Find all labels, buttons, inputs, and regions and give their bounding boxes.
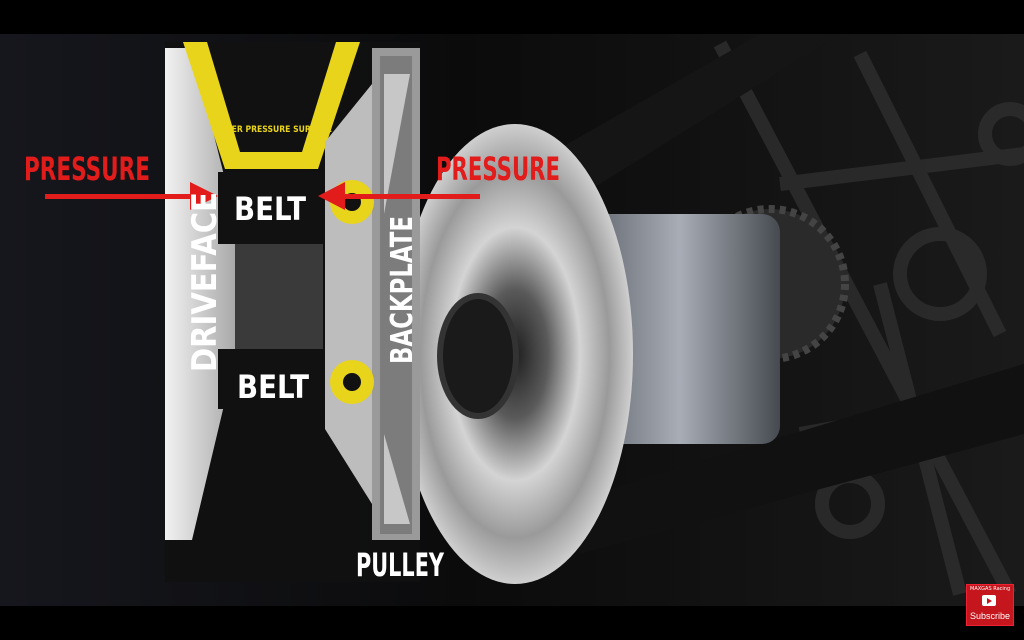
backplate-label: BACKPLATE	[385, 216, 420, 364]
pulley-label: PULLEY	[356, 546, 445, 584]
lower-pressure-surface-label: LOWER PRESSURE SURFACE	[212, 125, 332, 135]
driveface-label: DRIVEFACE	[185, 192, 225, 372]
pressure-arrow-right	[318, 182, 480, 210]
driveface-plate	[165, 48, 235, 540]
clutch-diagram: PRESSURE PRESSURE LOWER PRESSURE SURFACE…	[0, 34, 1024, 606]
youtube-play-icon	[982, 595, 996, 606]
shaft	[235, 244, 323, 349]
subscribe-label: Subscribe	[969, 611, 1011, 621]
pressure-label-left: PRESSURE	[24, 150, 150, 188]
diagram-video: PRESSURE PRESSURE LOWER PRESSURE SURFACE…	[0, 34, 1024, 606]
channel-name: MAXGAS Racing	[970, 586, 1011, 592]
pressure-label-right: PRESSURE	[436, 150, 560, 188]
belt-bottom-block	[218, 349, 326, 409]
pressure-arrow-left	[45, 182, 218, 210]
drive-belt	[560, 364, 1024, 554]
subscribe-button[interactable]: MAXGAS Racing Subscribe	[966, 584, 1014, 626]
belt-top-block	[218, 172, 326, 244]
pulley-bore	[437, 293, 519, 419]
belt-label-top: BELT	[234, 190, 306, 228]
belt-label-bottom: BELT	[237, 368, 309, 406]
